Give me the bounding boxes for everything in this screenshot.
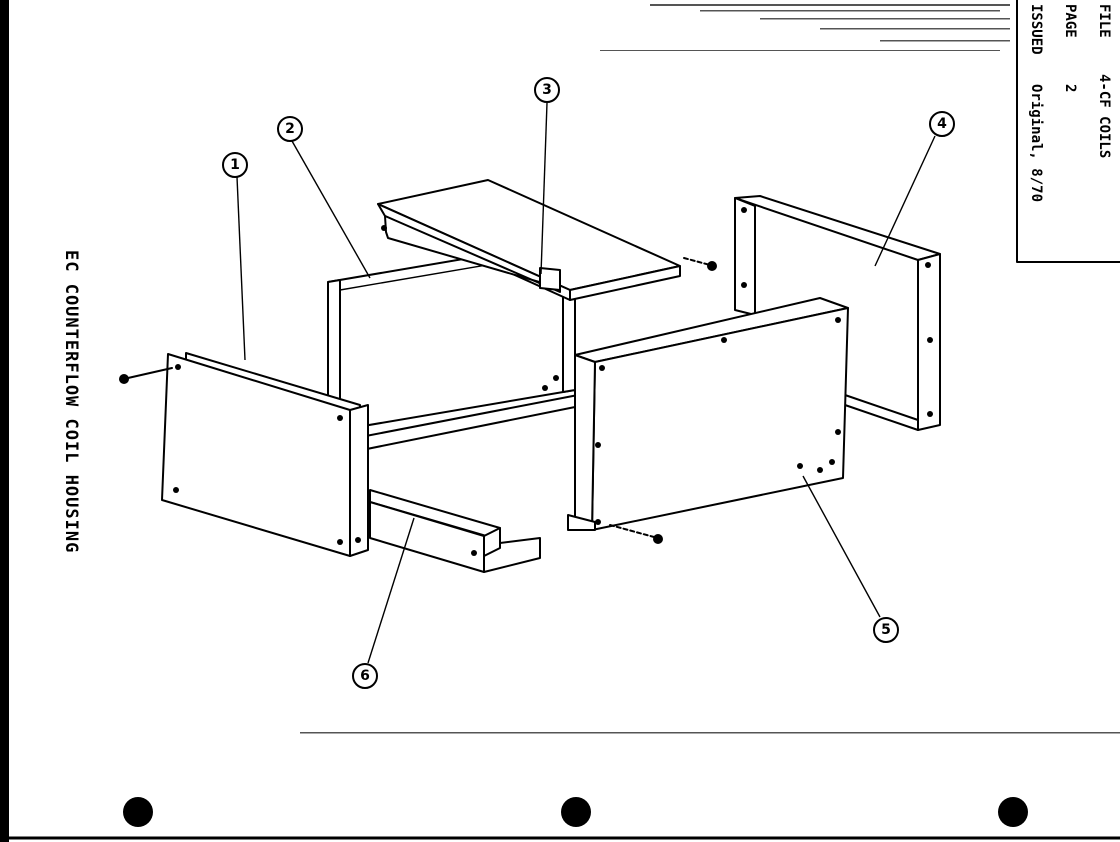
page-value: 2 xyxy=(1062,84,1078,92)
callout-2-label: 2 xyxy=(285,121,295,137)
binder-hole-left xyxy=(123,797,153,827)
page-left-edge xyxy=(0,0,9,842)
callout-3-label: 3 xyxy=(542,82,552,98)
part-4-right-frame xyxy=(734,195,941,431)
part-1-left-panel xyxy=(119,352,369,557)
callout-4: 4 xyxy=(929,111,955,137)
part-3-top-cover xyxy=(377,179,717,301)
callout-2: 2 xyxy=(277,116,303,142)
callout-3: 3 xyxy=(534,77,560,103)
file-label: FILE xyxy=(1096,4,1112,38)
binder-holes xyxy=(123,797,1028,827)
callout-5: 5 xyxy=(873,617,899,643)
binder-hole-right xyxy=(998,797,1028,827)
part-6-bottom-channel xyxy=(369,489,541,573)
callout-4-label: 4 xyxy=(937,116,947,132)
callout-5-label: 5 xyxy=(881,622,891,638)
part-5-right-panel xyxy=(567,297,849,544)
callout-1-label: 1 xyxy=(230,157,240,173)
callout-6-label: 6 xyxy=(360,668,370,684)
callout-1: 1 xyxy=(222,152,248,178)
callout-6: 6 xyxy=(352,663,378,689)
binder-hole-center xyxy=(561,797,591,827)
scan-noise xyxy=(300,4,1120,734)
page-label: PAGE xyxy=(1062,4,1078,38)
issued-value: Original, 8/70 xyxy=(1028,84,1044,202)
diagram-title: EC COUNTERFLOW COIL HOUSING xyxy=(61,250,81,553)
issued-label: ISSUED xyxy=(1028,4,1044,55)
file-value: 4-CF COILS xyxy=(1096,74,1112,158)
info-block: FILE 4-CF COILS PAGE 2 ISSUED Original, … xyxy=(1016,0,1120,263)
leader-lines xyxy=(236,102,936,664)
